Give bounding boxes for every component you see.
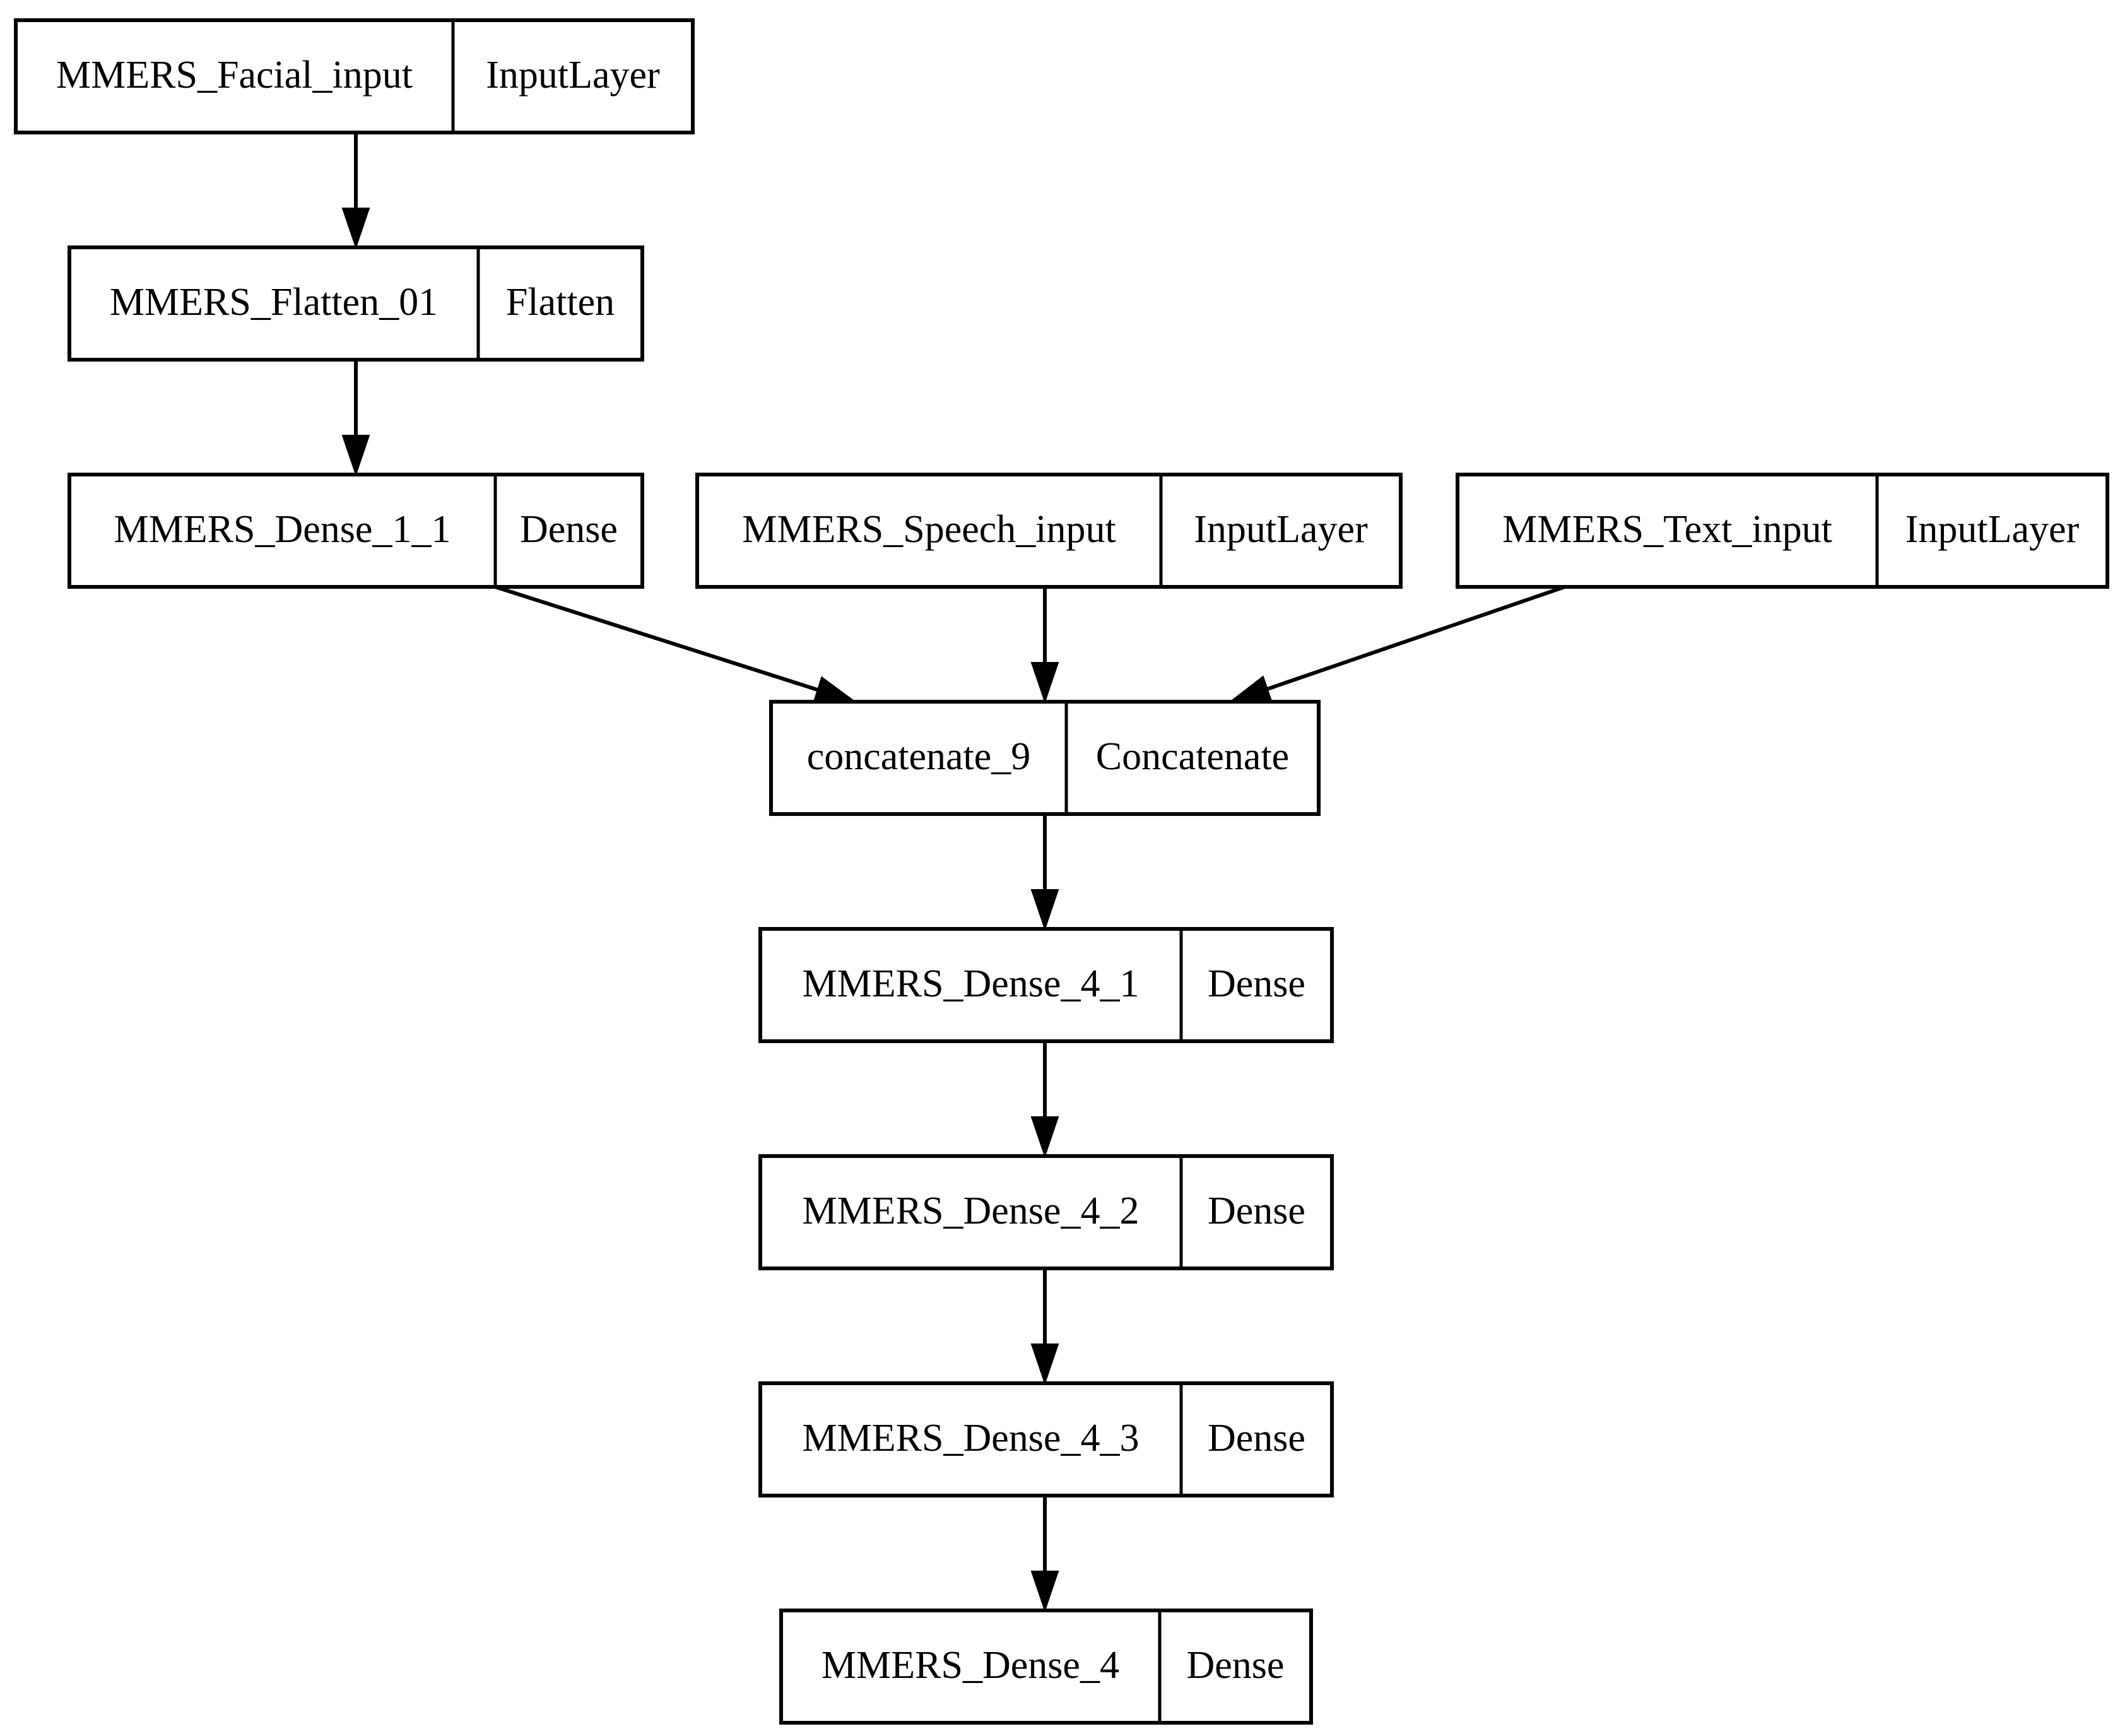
node-name-label: MMERS_Flatten_01: [110, 281, 438, 324]
node-box: [14, 18, 695, 134]
arrowhead-icon: [1030, 889, 1059, 931]
node-facial_input[interactable]: MMERS_Facial_input InputLayer: [14, 18, 695, 134]
node-text_input[interactable]: MMERS_Text_input InputLayer: [1456, 473, 2109, 589]
edge-speech_input-to-concatenate_9: [1030, 587, 1059, 704]
edge-line: [1264, 585, 1565, 692]
edge-text_input-to-concatenate_9: [1228, 585, 1565, 703]
node-box: [779, 1609, 1313, 1725]
node-box: [758, 927, 1334, 1043]
node-name-label: MMERS_Facial_input: [56, 54, 413, 97]
node-dense_4[interactable]: MMERS_Dense_4 Dense: [779, 1609, 1313, 1725]
node-type-label: Dense: [1187, 1644, 1285, 1687]
node-dense_4_1[interactable]: MMERS_Dense_4_1 Dense: [758, 927, 1334, 1043]
arrowhead-icon: [1030, 1571, 1059, 1613]
node-box: [695, 473, 1403, 589]
node-box: [68, 245, 644, 362]
node-name-label: MMERS_Dense_4_3: [803, 1417, 1140, 1460]
edge-flatten_01-to-dense_1_1: [341, 360, 370, 477]
edge-dense_4_1-to-dense_4_2: [1030, 1041, 1059, 1159]
edge-facial_input-to-flatten_01: [341, 133, 370, 250]
node-concatenate_9[interactable]: concatenate_9 Concatenate: [769, 700, 1321, 816]
node-type-label: Dense: [520, 508, 618, 551]
node-box: [758, 1154, 1334, 1270]
edge-dense_4_3-to-dense_4: [1030, 1496, 1059, 1613]
arrowhead-icon: [1030, 662, 1059, 704]
node-type-label: InputLayer: [486, 54, 660, 97]
node-name-label: MMERS_Speech_input: [742, 508, 1116, 551]
node-name-label: concatenate_9: [807, 735, 1031, 778]
arrowhead-icon: [341, 435, 370, 477]
edges-layer: [341, 133, 1565, 1613]
arrowhead-icon: [1030, 1116, 1059, 1159]
arrowhead-icon: [813, 676, 857, 704]
node-type-label: Flatten: [506, 281, 615, 324]
node-box: [68, 473, 644, 589]
node-name-label: MMERS_Dense_4: [822, 1644, 1119, 1687]
arrowhead-icon: [1228, 675, 1273, 703]
node-type-label: InputLayer: [1194, 508, 1368, 551]
node-name-label: MMERS_Text_input: [1502, 508, 1832, 551]
node-dense_4_2[interactable]: MMERS_Dense_4_2 Dense: [758, 1154, 1334, 1270]
node-type-label: Dense: [1208, 962, 1305, 1005]
node-type-label: Dense: [1208, 1190, 1305, 1232]
edge-line: [495, 585, 821, 693]
edge-dense_1_1-to-concatenate_9: [495, 585, 857, 704]
node-name-label: MMERS_Dense_1_1: [114, 508, 451, 551]
node-type-label: InputLayer: [1905, 508, 2080, 551]
node-flatten_01[interactable]: MMERS_Flatten_01 Flatten: [68, 245, 644, 362]
node-speech_input[interactable]: MMERS_Speech_input InputLayer: [695, 473, 1403, 589]
node-box: [758, 1381, 1334, 1497]
node-name-label: MMERS_Dense_4_2: [803, 1190, 1140, 1232]
node-box: [769, 700, 1321, 816]
arrowhead-icon: [1030, 1343, 1059, 1386]
edge-dense_4_2-to-dense_4_3: [1030, 1268, 1059, 1386]
node-dense_4_3[interactable]: MMERS_Dense_4_3 Dense: [758, 1381, 1334, 1497]
node-name-label: MMERS_Dense_4_1: [803, 962, 1140, 1005]
node-box: [1456, 473, 2109, 589]
node-dense_1_1[interactable]: MMERS_Dense_1_1 Dense: [68, 473, 644, 589]
edge-concatenate_9-to-dense_4_1: [1030, 814, 1059, 931]
arrowhead-icon: [341, 208, 370, 250]
node-type-label: Concatenate: [1096, 735, 1289, 778]
node-type-label: Dense: [1208, 1417, 1305, 1460]
